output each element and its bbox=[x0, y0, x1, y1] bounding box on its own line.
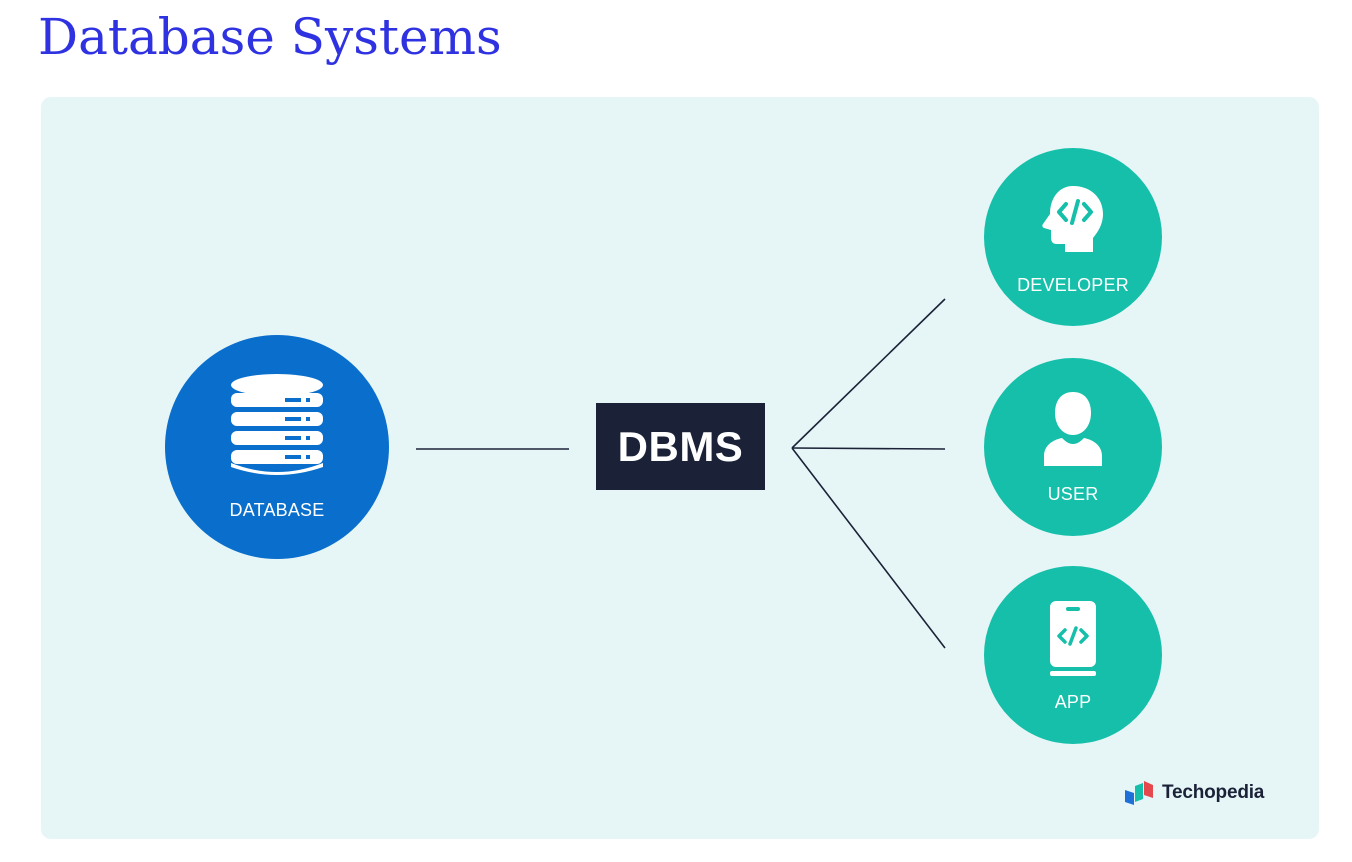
database-label: DATABASE bbox=[229, 500, 325, 520]
page-title: Database Systems bbox=[38, 8, 502, 66]
app-node: APP bbox=[984, 566, 1162, 744]
connector-lines bbox=[416, 298, 946, 649]
dbms-label: DBMS bbox=[617, 422, 744, 470]
edge-dbms-app bbox=[791, 447, 946, 649]
database-node: DATABASE bbox=[165, 335, 389, 559]
user-node: USER bbox=[984, 358, 1162, 536]
mobile-app-code-icon bbox=[1050, 601, 1096, 676]
edge-dbms-developer bbox=[791, 298, 946, 449]
developer-head-code-icon bbox=[1042, 186, 1103, 252]
user-person-icon bbox=[1044, 392, 1102, 466]
edge-dbms-user bbox=[791, 447, 946, 450]
app-label: APP bbox=[1054, 692, 1092, 712]
brand-logo: Techopedia bbox=[1124, 781, 1264, 805]
developer-node: DEVELOPER bbox=[984, 148, 1162, 326]
brand-name: Techopedia bbox=[1162, 782, 1265, 803]
developer-label: DEVELOPER bbox=[1017, 275, 1129, 295]
diagram-panel: DATABASE DBMS DEVELOPER USER bbox=[41, 97, 1319, 839]
dbms-node: DBMS bbox=[596, 403, 765, 490]
user-label: USER bbox=[1047, 484, 1099, 504]
database-stack-icon bbox=[231, 374, 323, 475]
techopedia-logo-icon bbox=[1125, 781, 1153, 805]
